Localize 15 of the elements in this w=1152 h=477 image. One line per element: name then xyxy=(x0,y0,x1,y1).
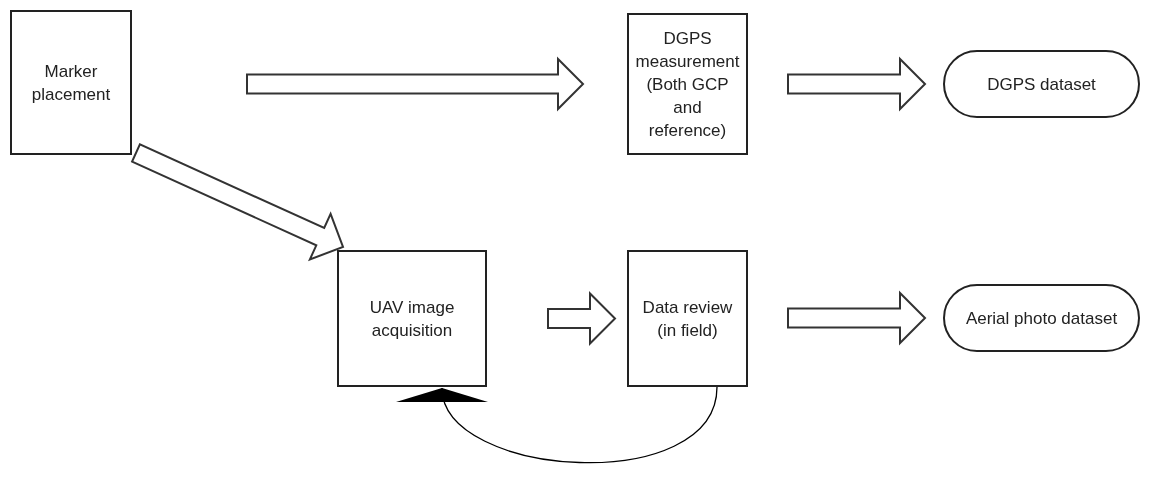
process-box xyxy=(627,250,748,387)
node-label: UAV image acquisition xyxy=(368,296,456,342)
block-arrow xyxy=(547,291,617,346)
process-box xyxy=(10,10,132,155)
block-arrow xyxy=(787,290,927,346)
block-arrow xyxy=(787,56,927,112)
node-label: Aerial photo dataset xyxy=(965,307,1118,330)
block-arrow xyxy=(246,56,585,112)
process-box xyxy=(627,13,748,155)
node-label: DGPS measurement (Both GCP and reference) xyxy=(634,27,741,142)
node-label: Data review (in field) xyxy=(641,296,734,342)
block-arrow xyxy=(130,143,345,262)
process-box xyxy=(337,250,487,387)
node-label: DGPS dataset xyxy=(987,73,1096,96)
node-label: Marker placement xyxy=(30,60,112,106)
